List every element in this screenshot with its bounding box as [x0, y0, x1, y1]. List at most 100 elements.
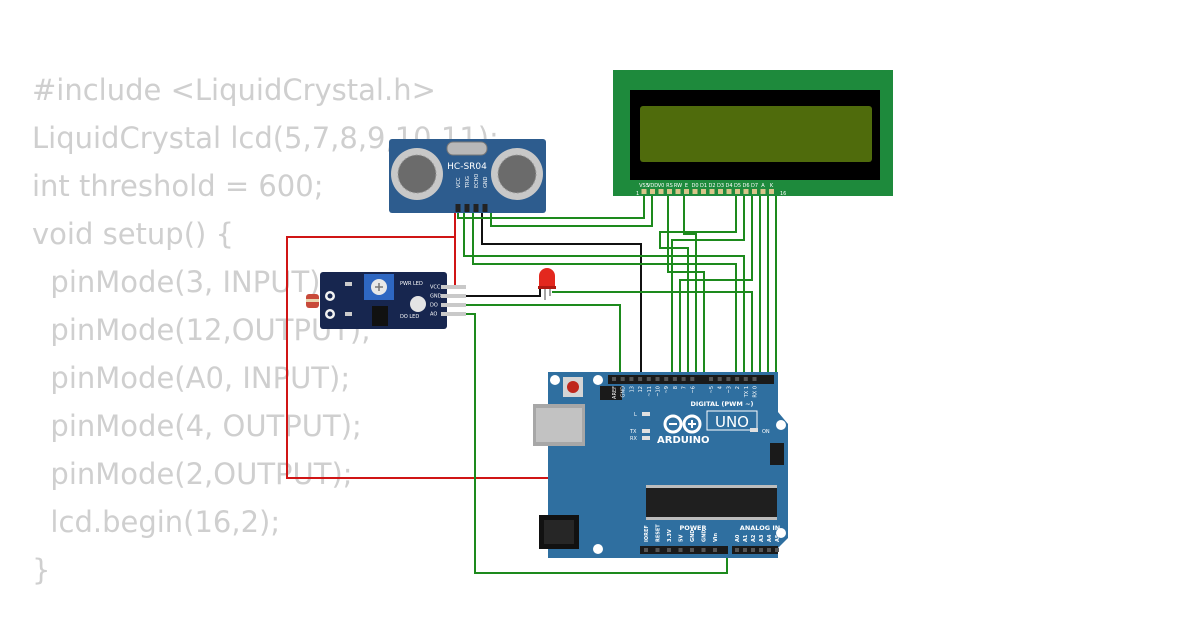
power-pin-label: 5V [679, 535, 685, 542]
lcd-pin-label: RW [674, 183, 682, 189]
analog-pin-label: A0 [735, 534, 741, 542]
lcd-pin[interactable] [760, 189, 766, 194]
digital-pin[interactable] [629, 377, 634, 381]
digital-pin[interactable] [709, 377, 713, 381]
digital-pin[interactable] [681, 377, 686, 381]
power-header [640, 546, 728, 554]
power-pin-label: RESET [656, 524, 662, 542]
digital-pin-label: AREF [612, 386, 618, 399]
code-line: pinMode(2,OUTPUT); [32, 457, 353, 491]
lcd-pin[interactable] [718, 189, 723, 194]
digital-pin-label: 8 [673, 386, 679, 389]
ldr-pin[interactable] [441, 285, 466, 289]
power-label: POWER [680, 524, 707, 532]
lcd-pin[interactable] [658, 189, 664, 194]
wire-5v [286, 210, 684, 479]
lcd-pin[interactable] [752, 189, 757, 194]
lcd-pin[interactable] [641, 189, 647, 194]
power-pin[interactable] [667, 548, 671, 552]
lcd-pin-label: D4 [725, 183, 732, 189]
power-pin[interactable] [690, 548, 694, 552]
ultrasonic-pin[interactable] [473, 204, 479, 212]
digital-pin-label: 13 [629, 386, 635, 392]
power-pin-label: Vin [713, 533, 719, 542]
digital-pin[interactable] [638, 377, 643, 381]
lcd-pin-label: K [770, 183, 774, 189]
analog-pin[interactable] [767, 548, 771, 552]
lcd-pin[interactable] [692, 189, 698, 194]
digital-pin-label: RX 0 [753, 386, 759, 398]
wire-lcd-d5 [671, 193, 745, 380]
lcd-pin[interactable] [675, 189, 681, 194]
transducer-left-mesh [398, 155, 436, 193]
ldr-pin[interactable] [441, 312, 466, 316]
ldr-led-do: DO LED [400, 314, 419, 320]
led-label-rx: RX [630, 436, 637, 442]
digital-pin-label: 12 [638, 386, 644, 392]
digital-pin-label: ~5 [709, 386, 715, 393]
digital-pin[interactable] [646, 377, 651, 381]
analog-pin[interactable] [743, 548, 747, 552]
lcd-pin[interactable] [709, 189, 715, 194]
analog-label: ANALOG IN [740, 524, 780, 532]
lcd-pin[interactable] [743, 189, 749, 194]
analog-pin-label: A1 [743, 534, 749, 542]
digital-pin-label: ~11 [647, 386, 653, 397]
power-pin[interactable] [713, 548, 717, 552]
analog-pin[interactable] [735, 548, 739, 552]
digital-pin[interactable] [664, 377, 669, 381]
icsp-header [770, 443, 784, 465]
power-pin[interactable] [701, 548, 706, 552]
digital-pin[interactable] [672, 377, 677, 381]
digital-label: DIGITAL (PWM ~) [691, 400, 754, 408]
digital-pin[interactable] [726, 377, 731, 381]
code-line: pinMode(A0, INPUT); [32, 361, 351, 395]
ultrasonic-pin[interactable] [455, 204, 461, 212]
digital-pin[interactable] [717, 377, 722, 381]
ldr-pin[interactable] [441, 294, 466, 298]
digital-pin[interactable] [690, 377, 695, 381]
digital-pin[interactable] [752, 377, 757, 381]
digital-pin-label: GND [621, 386, 627, 398]
digital-pin-label: ~6 [690, 386, 696, 393]
code-line: int threshold = 600; [32, 169, 324, 203]
ultrasonic-pin[interactable] [464, 204, 470, 212]
lcd-pin-label: D5 [734, 183, 741, 189]
lcd-pin-label: D6 [742, 183, 749, 189]
digital-pin[interactable] [612, 377, 616, 381]
model-box [706, 410, 758, 431]
led-label-on: ON [762, 429, 770, 435]
digital-pin[interactable] [655, 377, 660, 381]
wire-lcd-d4 [659, 193, 737, 380]
power-pin[interactable] [655, 548, 660, 552]
analog-pin[interactable] [759, 548, 763, 552]
power-pin[interactable] [678, 548, 683, 552]
wire-lcd-rs [667, 193, 705, 380]
power-pin[interactable] [644, 548, 648, 552]
lcd-pin[interactable] [667, 189, 672, 194]
lcd-pin[interactable] [701, 189, 706, 194]
crystal [446, 141, 488, 156]
lcd-pin-label: VDD [647, 183, 658, 189]
lcd-pin-label: VSS [639, 183, 649, 189]
lcd-pin[interactable] [650, 189, 655, 194]
lcd-pin-label: D7 [751, 183, 758, 189]
ultrasonic-pin-label: VCC [456, 177, 462, 188]
analog-pin[interactable] [775, 548, 779, 552]
lcd-pin-label: D0 [691, 183, 698, 189]
wire-lcd-d6 [679, 193, 753, 380]
ldr-pin-label: AO [430, 312, 437, 318]
lcd-pin[interactable] [726, 189, 732, 194]
lcd-pin[interactable] [769, 189, 774, 194]
ultrasonic-pin[interactable] [482, 204, 488, 212]
wire-lcd-vss [457, 193, 645, 219]
ldr-pin[interactable] [441, 303, 466, 307]
digital-pin[interactable] [735, 377, 740, 381]
digital-pin[interactable] [743, 377, 748, 381]
lcd-pin[interactable] [684, 189, 689, 194]
digital-pin[interactable] [620, 377, 625, 381]
analog-pin[interactable] [751, 548, 755, 552]
lcd-pin[interactable] [735, 189, 740, 194]
lcd-pin-label: A [761, 183, 765, 189]
